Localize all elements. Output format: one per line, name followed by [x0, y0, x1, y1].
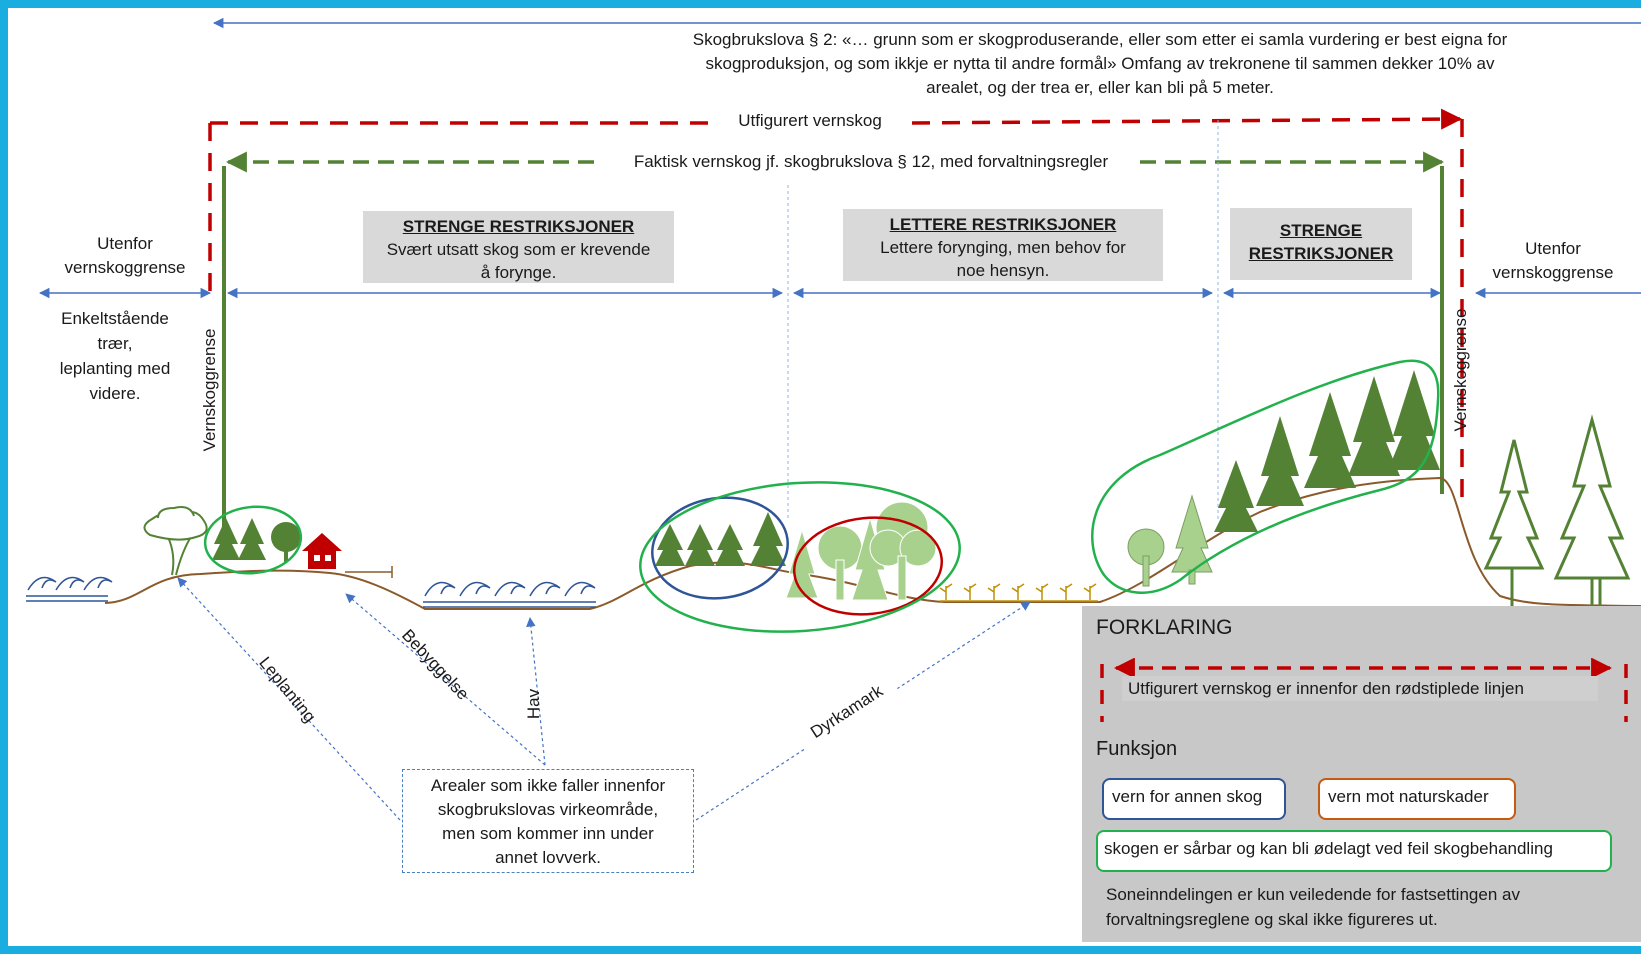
utfigurert-red-line-right: [911, 108, 1463, 130]
legend-green-function: skogen er sårbar og kan bli ødelagt ved …: [1096, 830, 1612, 872]
note-line3: men som kommer inn under: [442, 824, 654, 843]
definition-text-line3: arealet, og der trea er, eller kan bli p…: [926, 78, 1274, 97]
frame-top: [0, 0, 1641, 8]
middle-dark-conifers: [655, 512, 786, 566]
frame-bottom: [0, 946, 1641, 954]
note-box: Arealer som ikke faller innenfor skogbru…: [402, 769, 694, 873]
frame-left: [0, 0, 8, 954]
definition-text-line1: Skogbrukslova § 2: «… grunn som er skogp…: [692, 30, 1508, 49]
note-line4: annet lovverk.: [495, 848, 601, 867]
green-function-outline-right: [1091, 359, 1440, 594]
legend-title: FORKLARING: [1096, 616, 1233, 639]
vernskoggrense-label-left: Vernskoggrense: [200, 328, 219, 452]
zone-lettere-title: LETTERE RESTRIKSJONER: [889, 215, 1117, 234]
legend-funksjon-heading: Funksjon: [1096, 738, 1178, 760]
right-dark-conifers: [1214, 370, 1440, 532]
outside-left-desc-line3: leplanting med: [59, 359, 171, 378]
legend-blue-function: vern for annen skog: [1102, 778, 1286, 820]
zone-lettere-line2: noe hensyn.: [956, 261, 1050, 280]
zone-strenge-right-title1: STRENGE: [1279, 221, 1363, 240]
sea-waves-middle: [423, 581, 596, 608]
vernskoggrense-label-right: Vernskoggrense: [1451, 308, 1470, 432]
legend-panel: FORKLARING Utfigurert vernskog er innenf…: [1082, 606, 1641, 942]
outside-left-desc-line1: Enkeltstående: [61, 309, 169, 328]
outside-left-desc-line4: videre.: [89, 384, 141, 403]
legend-red-line-text: Utfigurert vernskog er innenfor den røds…: [1122, 676, 1598, 701]
zone-strenge-right-title2: RESTRIKSJONER: [1248, 244, 1394, 263]
zone-strenge-line2: å forynge.: [480, 263, 557, 282]
outside-left-label-line2: vernskoggrense: [64, 258, 186, 277]
sea-waves-left: [26, 576, 113, 602]
ground-line: [104, 476, 1641, 610]
green-function-outline-middle: [639, 481, 961, 633]
zone-strenge-right-box: STRENGE RESTRIKSJONER: [1230, 208, 1412, 280]
windswept-tree: [143, 506, 208, 576]
middle-light-trees: [785, 501, 937, 601]
zone-strenge-line1: Svært utsatt skog som er krevende: [386, 240, 651, 259]
outside-left-label-line1: Utenfor: [97, 234, 153, 253]
legend-footnote-line1: Soneinndelingen er kun veiledende for fa…: [1106, 885, 1520, 904]
outside-right-label-line1: Utenfor: [1525, 239, 1581, 258]
faktisk-vernskog-label: Faktisk vernskog jf. skogbrukslova § 12,…: [603, 150, 1139, 174]
zone-lettere-line1: Lettere forynging, men behov for: [880, 238, 1126, 257]
legend-orange-function: vern mot naturskader: [1318, 778, 1516, 820]
red-function-outline: [792, 516, 944, 616]
right-light-trees: [1127, 494, 1213, 587]
outside-right-trees: [1483, 414, 1631, 606]
zone-strenge-title: STRENGE RESTRIKSJONER: [402, 217, 635, 236]
house-icon: [302, 533, 393, 578]
zone-strenge-box: STRENGE RESTRIKSJONER Svært utsatt skog …: [363, 211, 674, 283]
farmland-plants: [939, 583, 1098, 602]
note-line1: Arealer som ikke faller innenfor: [430, 776, 666, 795]
green-function-outline-small: [203, 505, 303, 575]
note-line2: skogbrukslovas virkeområde,: [437, 800, 659, 819]
legend-red-bracket: [1100, 658, 1628, 722]
definition-text-line2: skogproduksjon, og som ikkje er nytta ti…: [705, 54, 1495, 73]
outside-left-desc-line2: trær,: [97, 334, 133, 353]
outside-right-label-line2: vernskoggrense: [1492, 263, 1614, 282]
hav-label: Hav: [524, 688, 543, 720]
zone-lettere-box: LETTERE RESTRIKSJONER Lettere forynging,…: [843, 209, 1163, 281]
utfigurert-vernskog-label: Utfigurert vernskog: [712, 109, 908, 133]
legend-footnote-line2: forvaltningsreglene og skal ikke figurer…: [1106, 910, 1438, 929]
left-forest-group: [212, 518, 301, 562]
